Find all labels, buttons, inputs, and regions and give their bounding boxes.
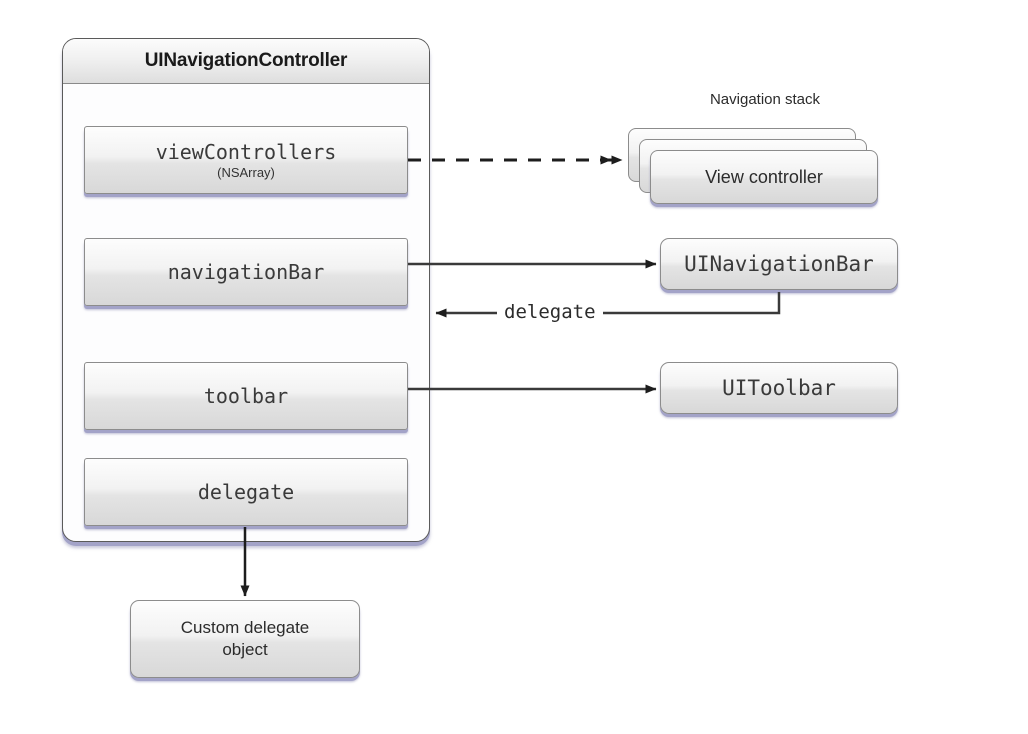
property-type-viewcontrollers: (NSArray) bbox=[217, 165, 275, 180]
property-label-viewcontrollers: viewControllers bbox=[155, 140, 337, 164]
property-box-navigationbar[interactable]: navigationBar bbox=[84, 238, 408, 306]
property-box-toolbar[interactable]: toolbar bbox=[84, 362, 408, 430]
uinavigationbar-label: UINavigationBar bbox=[684, 252, 874, 276]
custom-delegate-object-box[interactable]: Custom delegate object bbox=[130, 600, 360, 678]
navigation-stack-card-label: View controller bbox=[705, 166, 823, 187]
property-box-viewcontrollers[interactable]: viewControllers (NSArray) bbox=[84, 126, 408, 194]
uitoolbar-label: UIToolbar bbox=[722, 376, 836, 400]
container-header-title: UINavigationController bbox=[63, 39, 429, 84]
custom-delegate-line-1: Custom delegate bbox=[180, 618, 310, 637]
edge-uinavigationbar-delegate-to-container bbox=[435, 292, 781, 318]
property-box-delegate[interactable]: delegate bbox=[84, 458, 408, 526]
edge-label-delegate: delegate bbox=[497, 301, 603, 323]
custom-delegate-line-2: object bbox=[222, 640, 268, 659]
property-label-toolbar: toolbar bbox=[203, 384, 289, 408]
property-label-navigationbar: navigationBar bbox=[167, 260, 325, 284]
uinavigationbar-box[interactable]: UINavigationBar bbox=[660, 238, 898, 290]
uitoolbar-box[interactable]: UIToolbar bbox=[660, 362, 898, 414]
navigation-stack-label: Navigation stack bbox=[709, 91, 821, 108]
property-label-delegate: delegate bbox=[197, 480, 295, 504]
navigation-stack-card-front[interactable]: View controller bbox=[650, 150, 878, 204]
